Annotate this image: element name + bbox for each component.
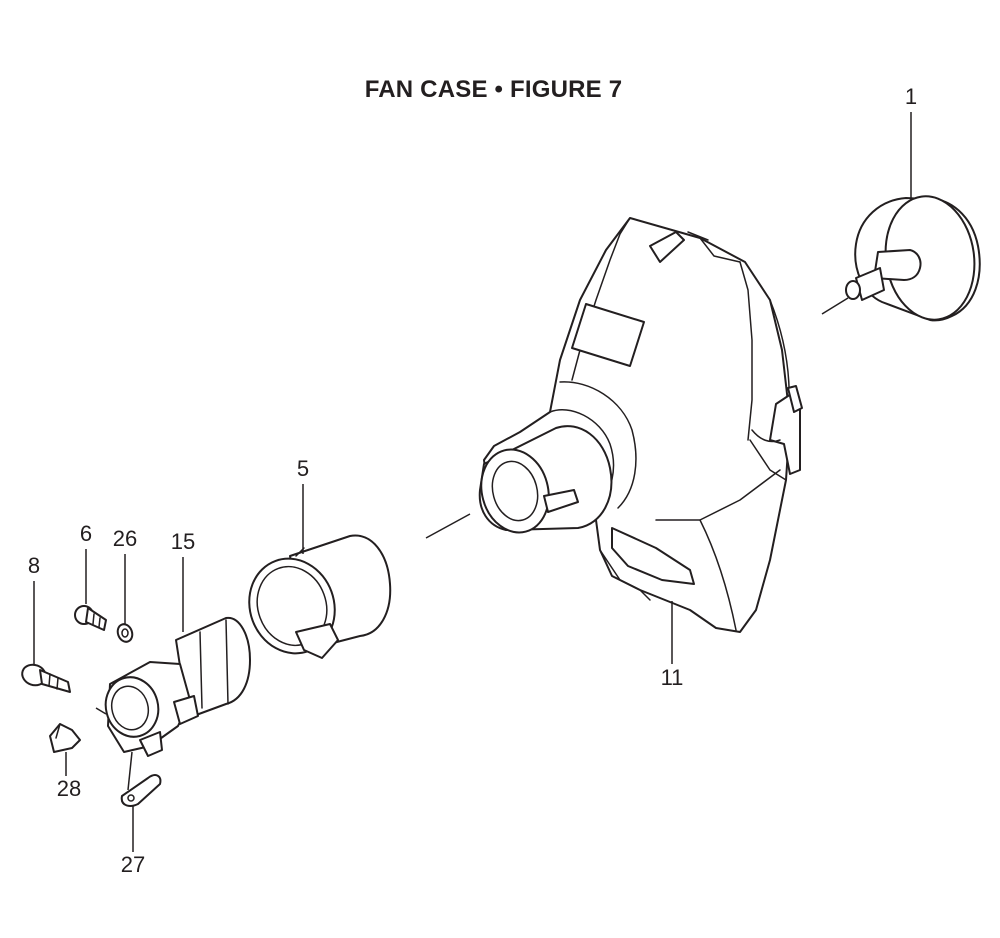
part-26-washer bbox=[116, 623, 134, 643]
callout-26: 26 bbox=[113, 526, 137, 551]
part-11-fan-case bbox=[478, 217, 803, 633]
part-1-clutch-drum bbox=[821, 195, 981, 322]
callouts: 1 5 6 8 11 15 26 27 28 bbox=[28, 84, 917, 877]
callout-8: 8 bbox=[28, 553, 40, 578]
part-27-bracket bbox=[120, 774, 162, 807]
part-15-tube-clamp bbox=[95, 616, 251, 791]
callout-27: 27 bbox=[121, 852, 145, 877]
callout-11: 11 bbox=[661, 665, 684, 690]
figure-title: FAN CASE • FIGURE 7 bbox=[364, 76, 623, 103]
callout-1: 1 bbox=[905, 84, 917, 109]
callout-15: 15 bbox=[171, 529, 195, 554]
part-8-knob-bolt bbox=[21, 663, 71, 693]
part-6-screw bbox=[74, 605, 107, 631]
part-28-nut bbox=[49, 723, 81, 753]
callout-28: 28 bbox=[57, 776, 81, 801]
callout-6: 6 bbox=[80, 521, 92, 546]
part-5-sleeve bbox=[248, 513, 471, 659]
callout-5: 5 bbox=[297, 456, 309, 481]
